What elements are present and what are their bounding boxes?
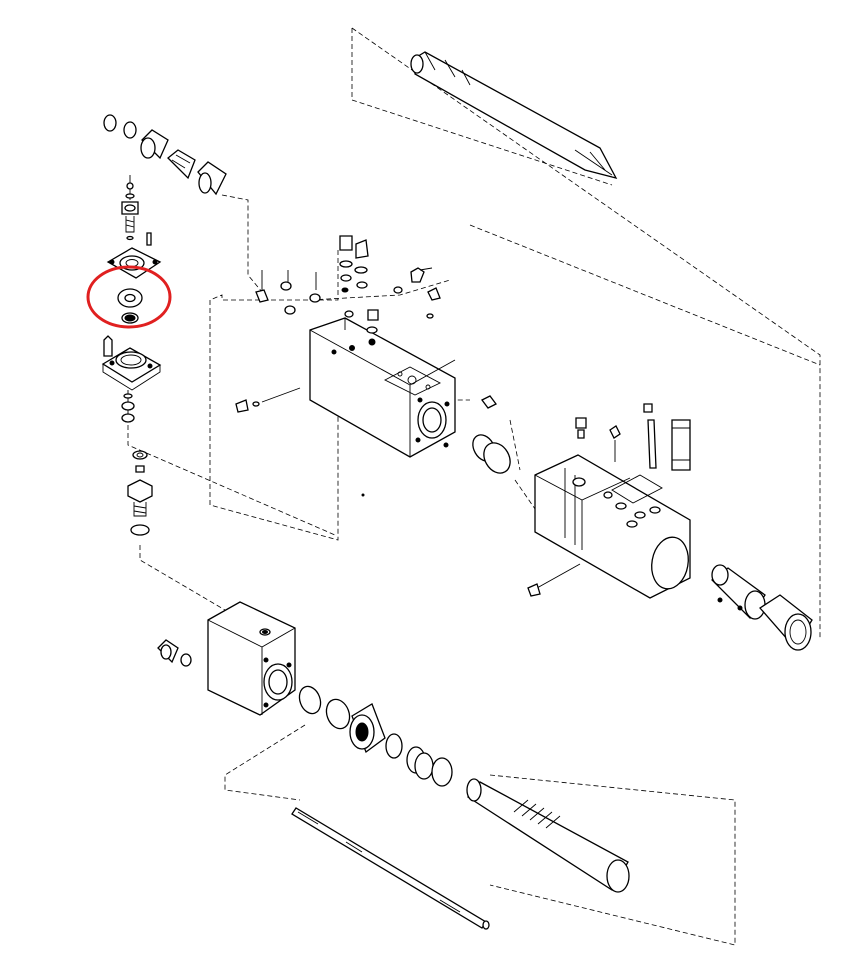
- upper-left-seals: [103, 114, 227, 196]
- main-valve-body: [309, 317, 456, 458]
- highlight-circle: [86, 265, 172, 329]
- piston: [466, 778, 630, 893]
- assembly-guide-lines: [127, 27, 821, 946]
- lower-seal-set: [298, 685, 453, 787]
- cylinder-fittings: [527, 403, 691, 597]
- cylinder-body: [534, 454, 691, 599]
- lower-valve-body: [207, 601, 296, 716]
- chisel-tool: [410, 51, 618, 179]
- left-valve-stack: [101, 175, 162, 423]
- plug-and-washer: [127, 450, 153, 536]
- valve-rod: [291, 807, 490, 930]
- main-body-o-rings: [472, 434, 511, 474]
- diagram-speck: [361, 493, 365, 497]
- main-body-fittings: [235, 235, 497, 413]
- bushing-and-cap: [711, 564, 813, 651]
- lower-left-fitting: [157, 639, 192, 667]
